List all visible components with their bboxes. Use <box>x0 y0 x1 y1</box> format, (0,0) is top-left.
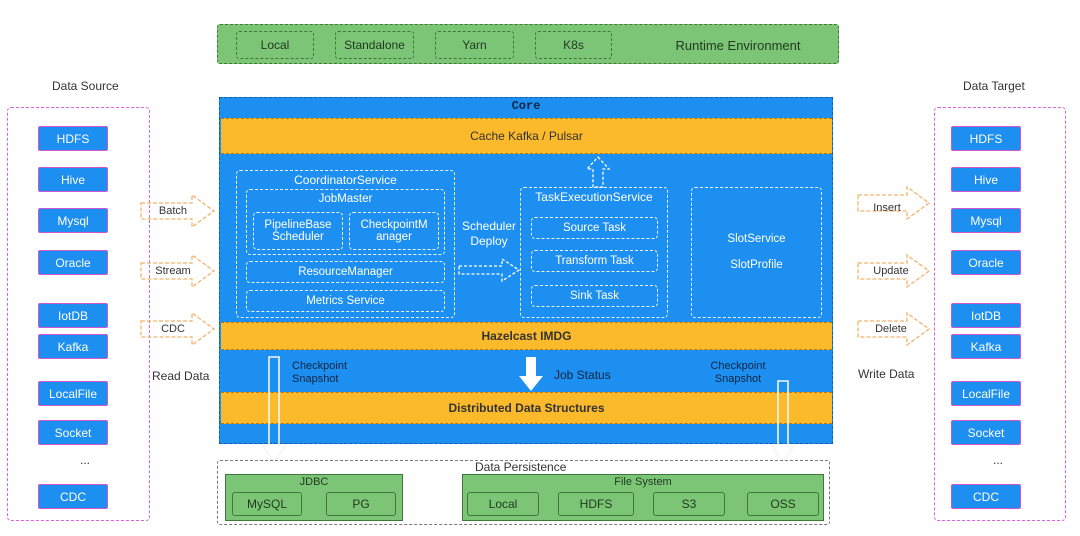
source-hdfs: HDFS <box>38 126 108 151</box>
transform-task-box: Transform Task <box>531 250 658 272</box>
data-target-title: Data Target <box>963 79 1025 93</box>
core-title: Core <box>511 99 541 113</box>
read-data-label: Read Data <box>152 369 210 383</box>
source-task-box: Source Task <box>531 217 658 239</box>
coordinator-service-title: CoordinatorService <box>294 173 397 187</box>
file-system-title: File System <box>614 476 672 488</box>
source-iotdb: IotDB <box>38 303 108 328</box>
delete-arrow-icon <box>857 311 931 347</box>
fs-oss: OSS <box>747 492 819 516</box>
runtime-yarn: Yarn <box>435 31 514 59</box>
checkpoint-snapshot-right-label: Checkpoint Snapshot <box>710 360 766 385</box>
jdbc-mysql: MySQL <box>232 492 302 516</box>
target-localfile: LocalFile <box>951 381 1021 406</box>
jdbc-title: JDBC <box>299 476 329 488</box>
target-mysql: Mysql <box>951 208 1021 233</box>
data-persistence-title: Data Persistence <box>475 460 567 474</box>
fs-hdfs: HDFS <box>558 492 634 516</box>
runtime-environment-panel: Local Standalone Yarn K8s Runtime Enviro… <box>217 24 839 64</box>
file-system-box: File System Local HDFS S3 OSS <box>462 474 824 521</box>
source-cdc: CDC <box>38 484 108 509</box>
checkpoint-right-arrow-icon <box>770 380 796 464</box>
runtime-environment-label: Runtime Environment <box>675 37 801 53</box>
cdc-arrow-icon <box>140 311 216 347</box>
task-execution-service-box: TaskExecutionService Source Task Transfo… <box>520 187 668 318</box>
cdc-label: CDC <box>161 323 185 335</box>
target-hive: Hive <box>951 167 1021 192</box>
delete-label: Delete <box>875 323 907 335</box>
target-oracle: Oracle <box>951 250 1021 275</box>
source-ellipsis: ... <box>80 453 91 467</box>
core-panel: Core Cache Kafka / Pulsar CoordinatorSer… <box>219 97 833 444</box>
target-iotdb: IotDB <box>951 303 1021 328</box>
target-ellipsis: ... <box>993 453 1004 467</box>
source-hive: Hive <box>38 167 108 192</box>
runtime-standalone: Standalone <box>335 31 414 59</box>
data-target-panel: HDFS Hive Mysql Oracle IotDB Kafka Local… <box>934 107 1066 521</box>
checkpoint-snapshot-left-label: Checkpoint Snapshot <box>292 360 348 385</box>
source-socket: Socket <box>38 420 108 445</box>
job-status-arrow-icon <box>519 357 543 391</box>
source-localfile: LocalFile <box>38 381 108 406</box>
coordinator-service-box: CoordinatorService JobMaster PipelineBas… <box>236 170 455 318</box>
checkpoint-manager-box: CheckpointM anager <box>349 212 439 250</box>
insert-arrow-icon <box>857 185 931 221</box>
scheduler-deploy-arrow-icon <box>458 257 521 283</box>
data-source-title: Data Source <box>52 79 119 93</box>
update-arrow-icon <box>857 253 931 289</box>
stream-arrow-icon <box>140 253 216 289</box>
stream-label: Stream <box>155 265 191 277</box>
fs-local: Local <box>467 492 539 516</box>
metrics-service-box: Metrics Service <box>246 290 445 312</box>
jdbc-box: JDBC MySQL PG <box>225 474 403 521</box>
data-source-panel: HDFS Hive Mysql Oracle IotDB Kafka Local… <box>7 107 150 521</box>
runtime-local: Local <box>236 31 314 59</box>
batch-arrow-icon <box>140 193 216 229</box>
source-mysql: Mysql <box>38 208 108 233</box>
source-kafka: Kafka <box>38 334 108 359</box>
target-cdc: CDC <box>951 484 1021 509</box>
checkpoint-left-arrow-icon <box>261 356 287 464</box>
job-master-title: JobMaster <box>318 193 373 205</box>
sink-task-box: Sink Task <box>531 285 658 307</box>
runtime-k8s: K8s <box>535 31 612 59</box>
task-execution-service-title: TaskExecutionService <box>535 190 653 204</box>
job-master-box: JobMaster PipelineBase Scheduler Checkpo… <box>246 189 445 255</box>
slot-service-label: SlotService <box>727 233 786 245</box>
jdbc-pg: PG <box>326 492 396 516</box>
write-data-label: Write Data <box>858 367 915 381</box>
slot-profile-label: SlotProfile <box>730 259 783 271</box>
up-arrow-icon <box>585 156 611 188</box>
cache-kafka-pulsar-band: Cache Kafka / Pulsar <box>221 118 832 154</box>
pipeline-scheduler-box: PipelineBase Scheduler <box>253 212 343 250</box>
distributed-data-structures-band: Distributed Data Structures <box>221 392 832 424</box>
resource-manager-box: ResourceManager <box>246 261 445 283</box>
data-persistence-panel: Data Persistence JDBC MySQL PG File Syst… <box>217 460 830 525</box>
target-hdfs: HDFS <box>951 126 1021 151</box>
job-status-label: Job Status <box>554 368 611 382</box>
target-kafka: Kafka <box>951 334 1021 359</box>
fs-s3: S3 <box>653 492 725 516</box>
slot-service-box: SlotService SlotProfile <box>691 187 822 318</box>
update-label: Update <box>873 265 909 277</box>
batch-label: Batch <box>158 205 188 217</box>
target-socket: Socket <box>951 420 1021 445</box>
source-oracle: Oracle <box>38 250 108 275</box>
insert-label: Insert <box>873 202 901 214</box>
scheduler-deploy-label: Scheduler Deploy <box>461 219 517 248</box>
hazelcast-imdg-band: Hazelcast IMDG <box>221 322 832 350</box>
